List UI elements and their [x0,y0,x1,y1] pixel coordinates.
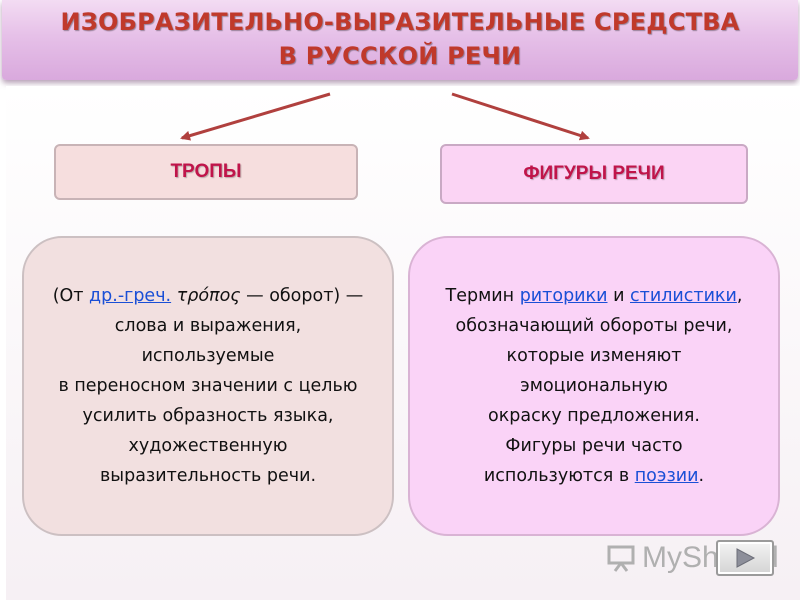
tropes-line-5: усилить образность языка, [82,406,334,426]
figures-line-1: Термин риторики и стилистики, [446,281,743,311]
figures-line-5: окраску предложения. [488,406,700,426]
link-ancient-greek[interactable]: др.-греч. [89,286,172,306]
next-slide-button[interactable] [716,540,774,576]
tropes-line-3: используемые [141,346,275,366]
title-line-2: В РУССКОЙ РЕЧИ [278,42,522,70]
figures-line-7: используются в поэзии. [484,461,704,491]
figures-heading-box: ФИГУРЫ РЕЧИ [440,144,748,204]
tropes-line-7: выразительность речи. [99,466,317,486]
tropes-line-1: (От др.-греч. τρόπος — оборот) — [53,281,364,311]
tropes-heading: ТРОПЫ [170,161,242,182]
text-fragment: (От [52,286,90,306]
tropes-line-4: в переносном значении с целью [58,376,358,396]
figures-line-4: эмоциональную [520,376,668,396]
tropes-definition-box: (От др.-греч. τρόπος — оборот) — слова и… [22,236,394,536]
text-fragment: Термин [445,286,520,306]
figures-line-6: Фигуры речи часто [505,436,683,456]
presentation-icon [607,545,635,572]
figures-heading: ФИГУРЫ РЕЧИ [523,163,665,184]
text-fragment: и [607,286,630,306]
greek-word: τρόπος [176,286,241,306]
tropes-line-6: художественную [128,436,288,456]
figures-line-2: обозначающий обороты речи, [455,316,733,336]
link-stylistics[interactable]: стилистики [630,286,737,306]
tropes-line-2: слова и выражения, [114,316,302,336]
figures-line-3: которые изменяют [506,346,682,366]
title-line-1: ИЗОБРАЗИТЕЛЬНО-ВЫРАЗИТЕЛЬНЫЕ СРЕДСТВА [60,8,740,36]
play-triangle-icon [736,548,756,568]
figures-definition-box: Термин риторики и стилистики, обозначающ… [408,236,780,536]
text-fragment: — оборот) — [240,286,364,306]
text-fragment: , [736,286,743,306]
text-fragment: . [698,466,705,486]
link-rhetoric[interactable]: риторики [519,286,608,306]
link-poetry[interactable]: поэзии [634,466,699,486]
text-fragment: используются в [483,466,635,486]
tropes-heading-box: ТРОПЫ [54,144,358,200]
title-banner: ИЗОБРАЗИТЕЛЬНО-ВЫРАЗИТЕЛЬНЫЕ СРЕДСТВА В … [2,0,798,80]
